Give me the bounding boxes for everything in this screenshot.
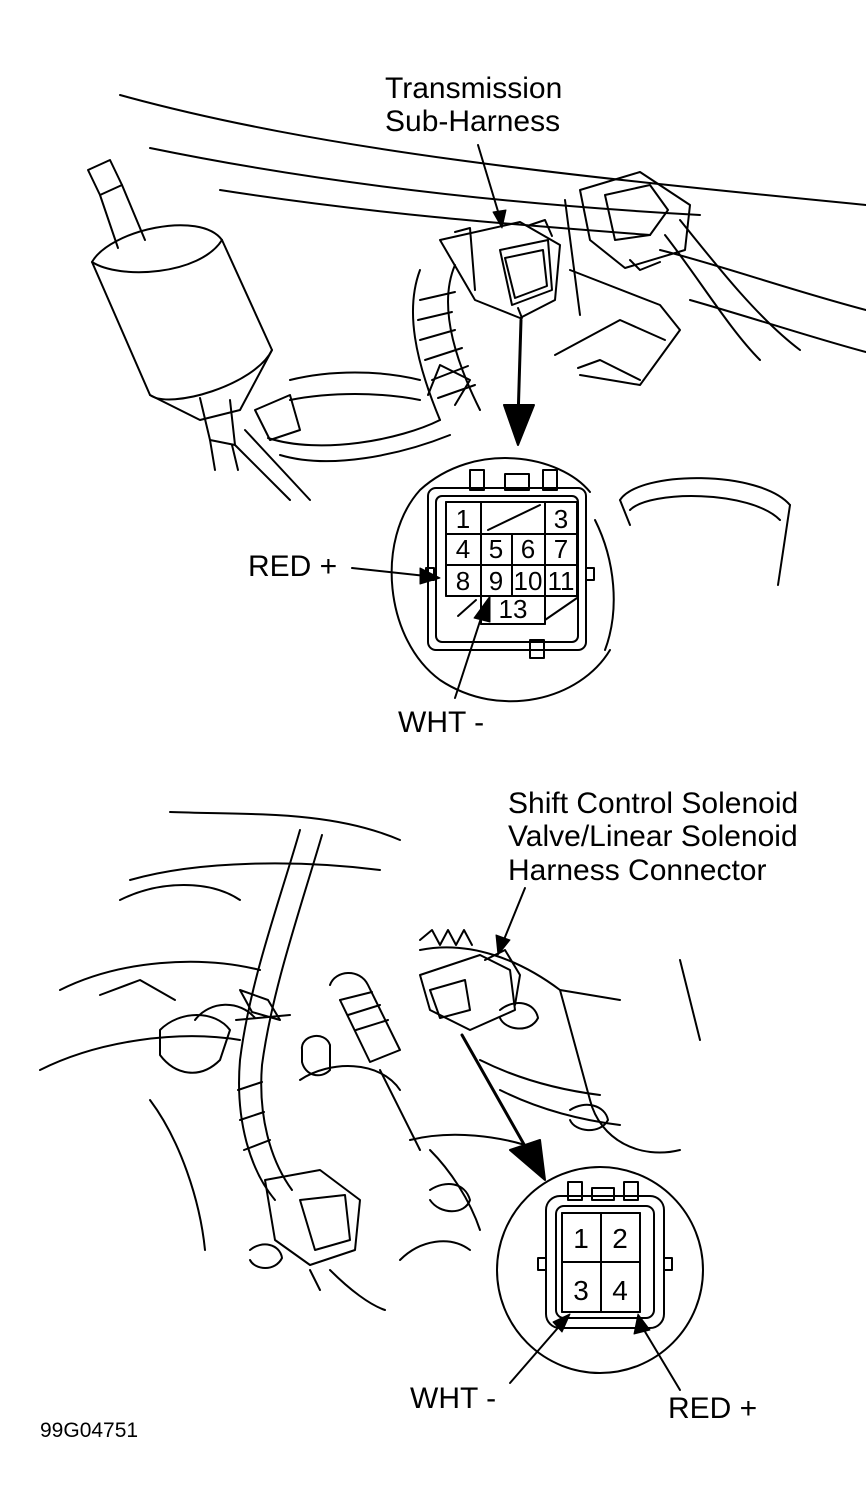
bottom-red-positive-label: RED + — [668, 1392, 758, 1425]
pin-13: 13 — [499, 594, 528, 624]
pin-10: 10 — [514, 566, 543, 596]
top-pin-numbers: 1 3 4 5 6 7 8 9 10 11 13 — [456, 504, 575, 624]
top-lead-arrows — [351, 567, 491, 699]
pin-2: 2 — [612, 1223, 628, 1254]
pin-5: 5 — [489, 534, 503, 564]
pin-7: 7 — [554, 534, 568, 564]
figure-id: 99G04751 — [40, 1419, 139, 1442]
top-engine-bay-art — [87, 94, 866, 586]
pin-3: 3 — [573, 1275, 589, 1306]
bottom-pin-numbers: 1 2 3 4 — [573, 1223, 628, 1306]
bottom-transmission-art — [39, 811, 701, 1311]
pin-3: 3 — [554, 504, 568, 534]
bottom-callout-line1: Shift Control Solenoid — [508, 787, 799, 820]
pin-11: 11 — [548, 566, 575, 596]
top-callout-leader — [477, 144, 507, 229]
pin-9: 9 — [489, 566, 503, 596]
pin-4: 4 — [612, 1275, 628, 1306]
bottom-connector-circle — [496, 1166, 704, 1374]
pin-1: 1 — [456, 504, 470, 534]
pin-6: 6 — [521, 534, 535, 564]
bottom-wht-negative-label: WHT - — [410, 1382, 497, 1415]
bottom-lead-arrows — [509, 1313, 681, 1391]
top-wht-negative-label: WHT - — [398, 706, 485, 739]
bottom-callout-line2: Valve/Linear Solenoid — [508, 820, 798, 853]
top-callout-line1: Transmission — [385, 72, 563, 105]
top-red-positive-label: RED + — [248, 550, 338, 583]
pin-4: 4 — [456, 534, 470, 564]
top-connector-circle — [390, 457, 615, 703]
pin-8: 8 — [456, 566, 470, 596]
bottom-callout-leader — [495, 887, 526, 956]
top-zoom-arrow — [503, 318, 535, 446]
top-callout-line2: Sub-Harness — [385, 105, 561, 138]
pin-1: 1 — [573, 1223, 589, 1254]
bottom-callout-line3: Harness Connector — [508, 854, 767, 887]
bottom-zoom-arrow — [460, 1033, 546, 1181]
